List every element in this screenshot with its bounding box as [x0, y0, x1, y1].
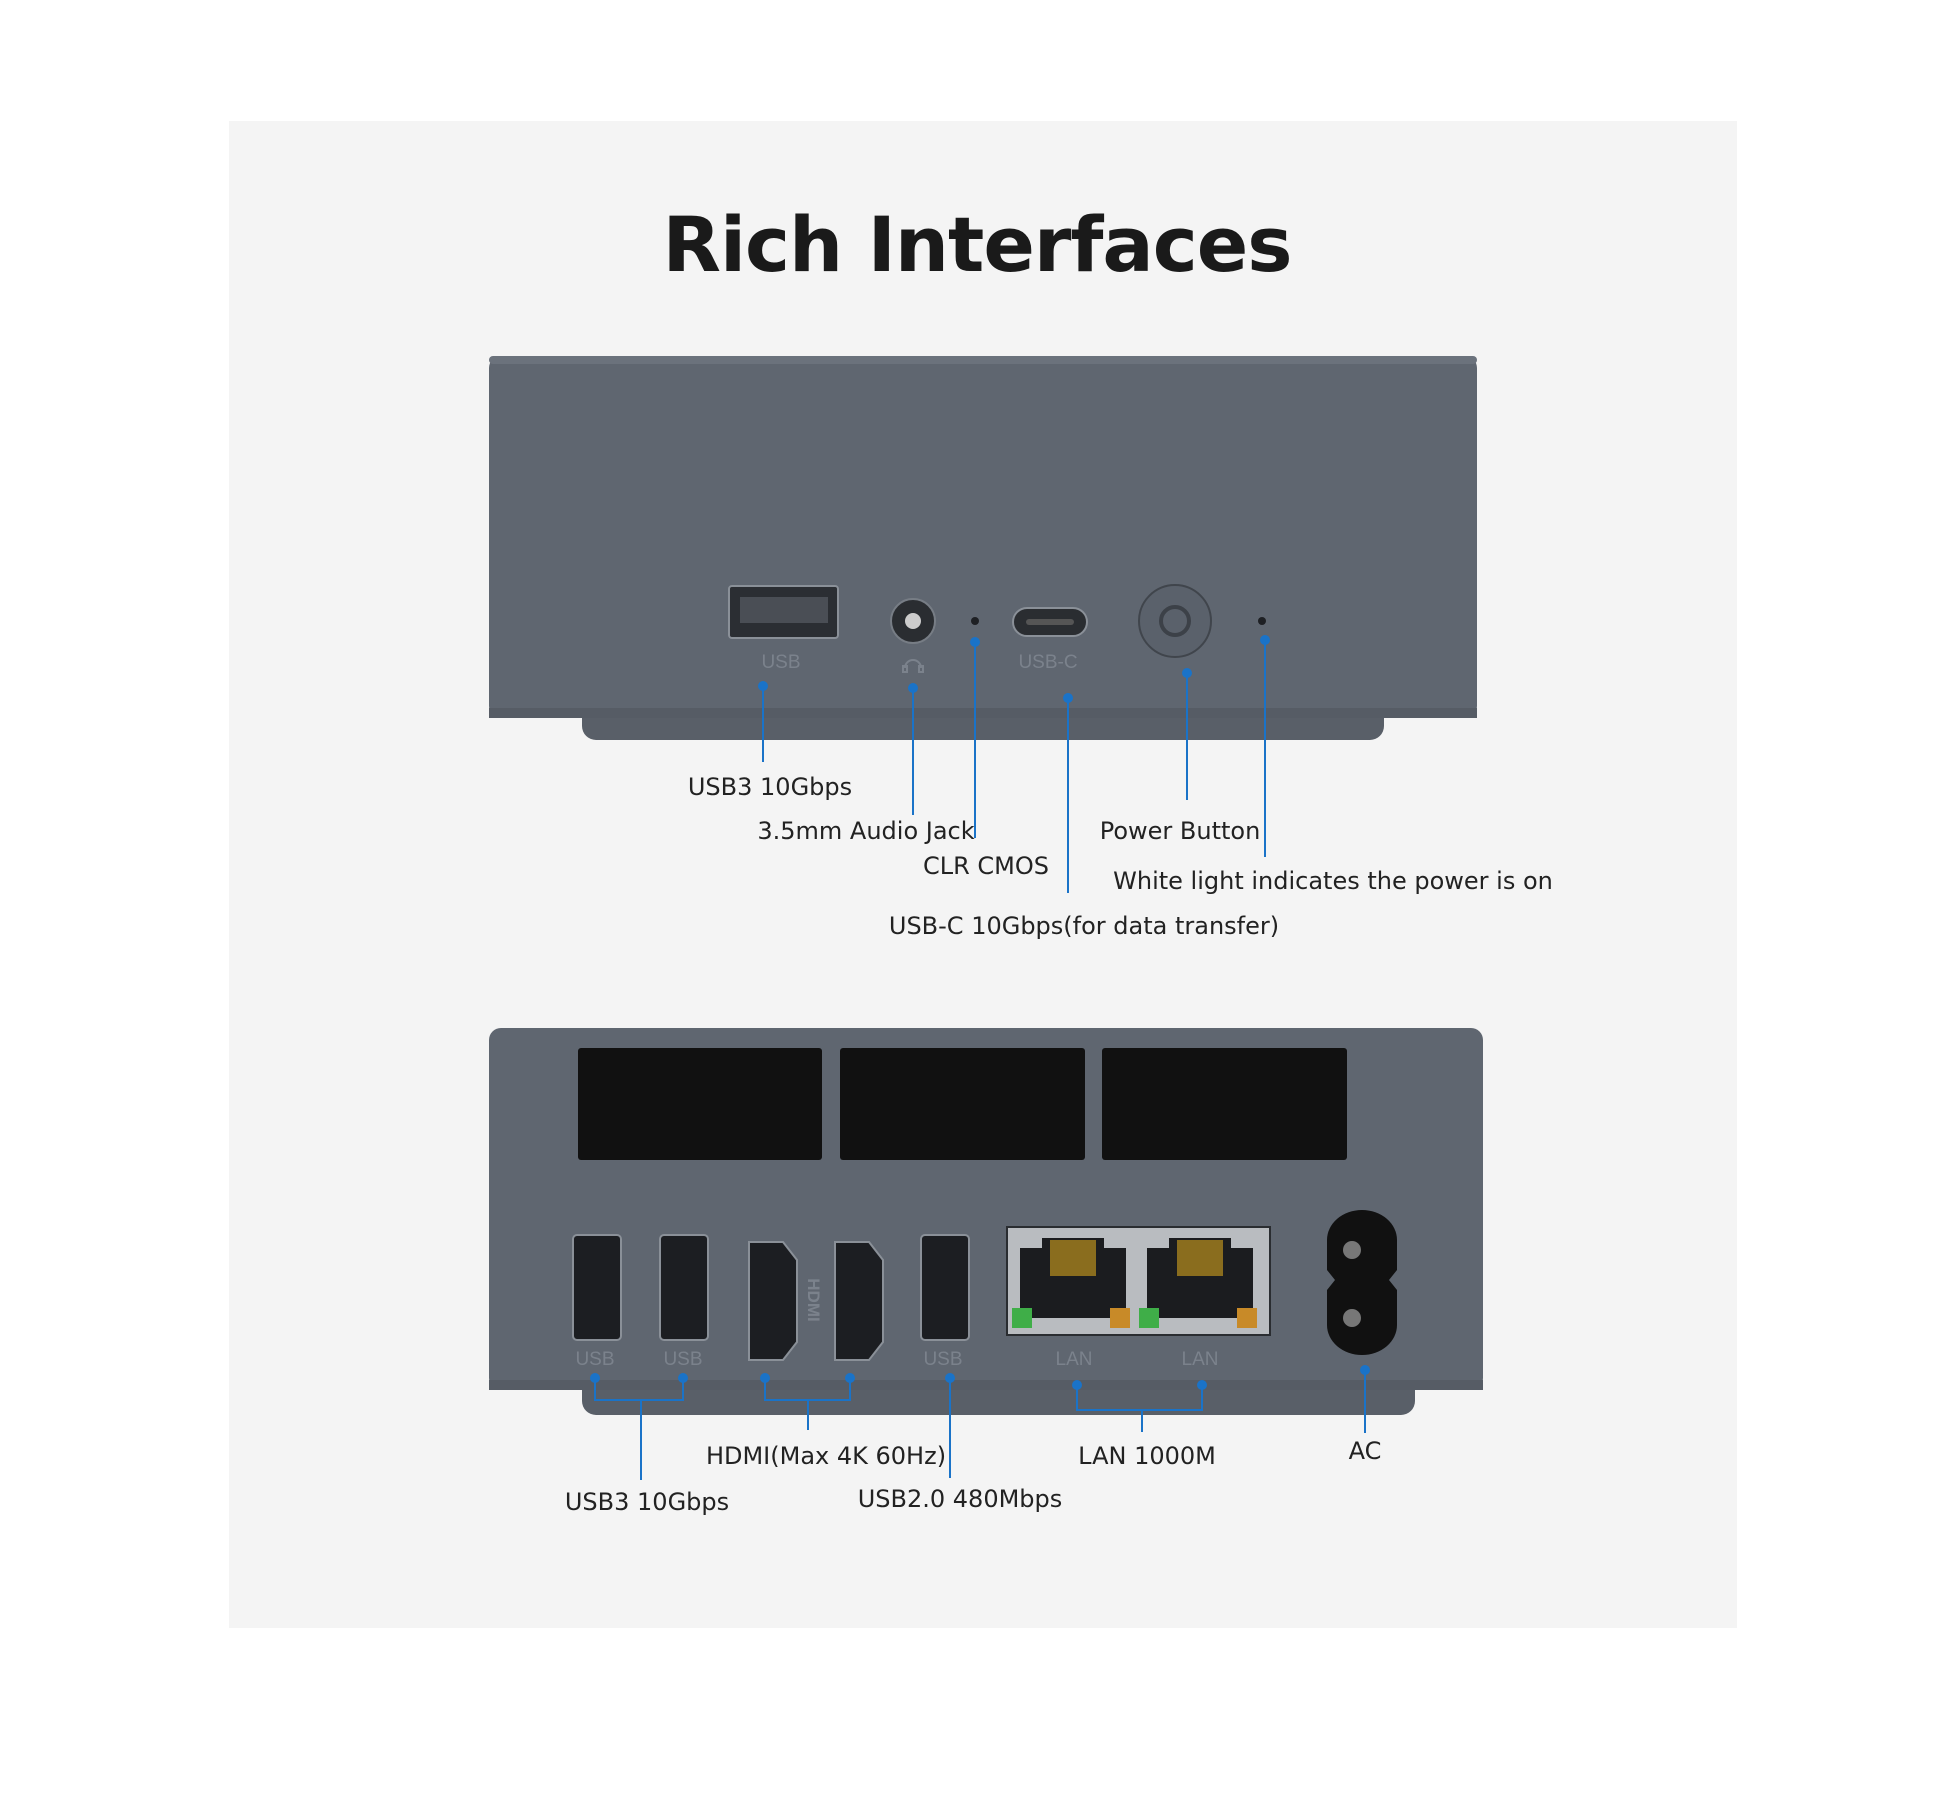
hdmi-port-mark: HDMI	[804, 1278, 823, 1322]
usb-port-1	[572, 1234, 622, 1341]
callout-usb3: USB3 10Gbps	[687, 773, 853, 801]
page-title: Rich Interfaces	[662, 200, 1292, 289]
callout-hdmi: HDMI(Max 4K 60Hz)	[705, 1442, 947, 1470]
lan-port-mark: LAN	[1055, 1349, 1093, 1370]
clr-cmos-hole	[971, 617, 979, 625]
power-button	[1138, 584, 1212, 658]
usb-port-mark: USB	[923, 1349, 963, 1370]
callout-lan: LAN 1000M	[1078, 1442, 1216, 1470]
lan-port-mark: LAN	[1181, 1349, 1219, 1370]
headphone-icon	[902, 659, 924, 673]
front-leader-lines	[758, 635, 1270, 893]
usb-a-port	[728, 585, 839, 639]
usbc-port-mark: USB-C	[1018, 652, 1078, 673]
callout-power-led: White light indicates the power is on	[1113, 867, 1553, 895]
ac-inlet	[1327, 1210, 1397, 1355]
usb-port-mark: USB	[575, 1349, 615, 1370]
callout-power-button: Power Button	[1099, 817, 1261, 845]
callout-clr-cmos: CLR CMOS	[922, 852, 1050, 880]
usb-port-mark: USB	[761, 652, 801, 673]
hdmi-port-1	[748, 1241, 798, 1361]
rear-leader-lines	[590, 1365, 1370, 1480]
front-device	[489, 356, 1477, 740]
callout-usbc: USB-C 10Gbps(for data transfer)	[888, 912, 1280, 940]
lan-ports	[1006, 1226, 1271, 1336]
usb-c-port	[1012, 607, 1088, 637]
power-led	[1258, 617, 1266, 625]
callout-rear-usb3: USB3 10Gbps	[564, 1488, 730, 1516]
rear-device	[489, 1028, 1483, 1415]
usb-port-3	[920, 1234, 970, 1341]
callout-audio-jack: 3.5mm Audio Jack	[757, 817, 975, 845]
callout-ac: AC	[1348, 1437, 1382, 1465]
usb-port-mark: USB	[663, 1349, 703, 1370]
hdmi-port-2	[834, 1241, 884, 1361]
usb-port-2	[659, 1234, 709, 1341]
vent-grilles	[578, 1048, 1347, 1160]
audio-jack	[890, 598, 936, 644]
callout-usb2: USB2.0 480Mbps	[857, 1485, 1063, 1513]
